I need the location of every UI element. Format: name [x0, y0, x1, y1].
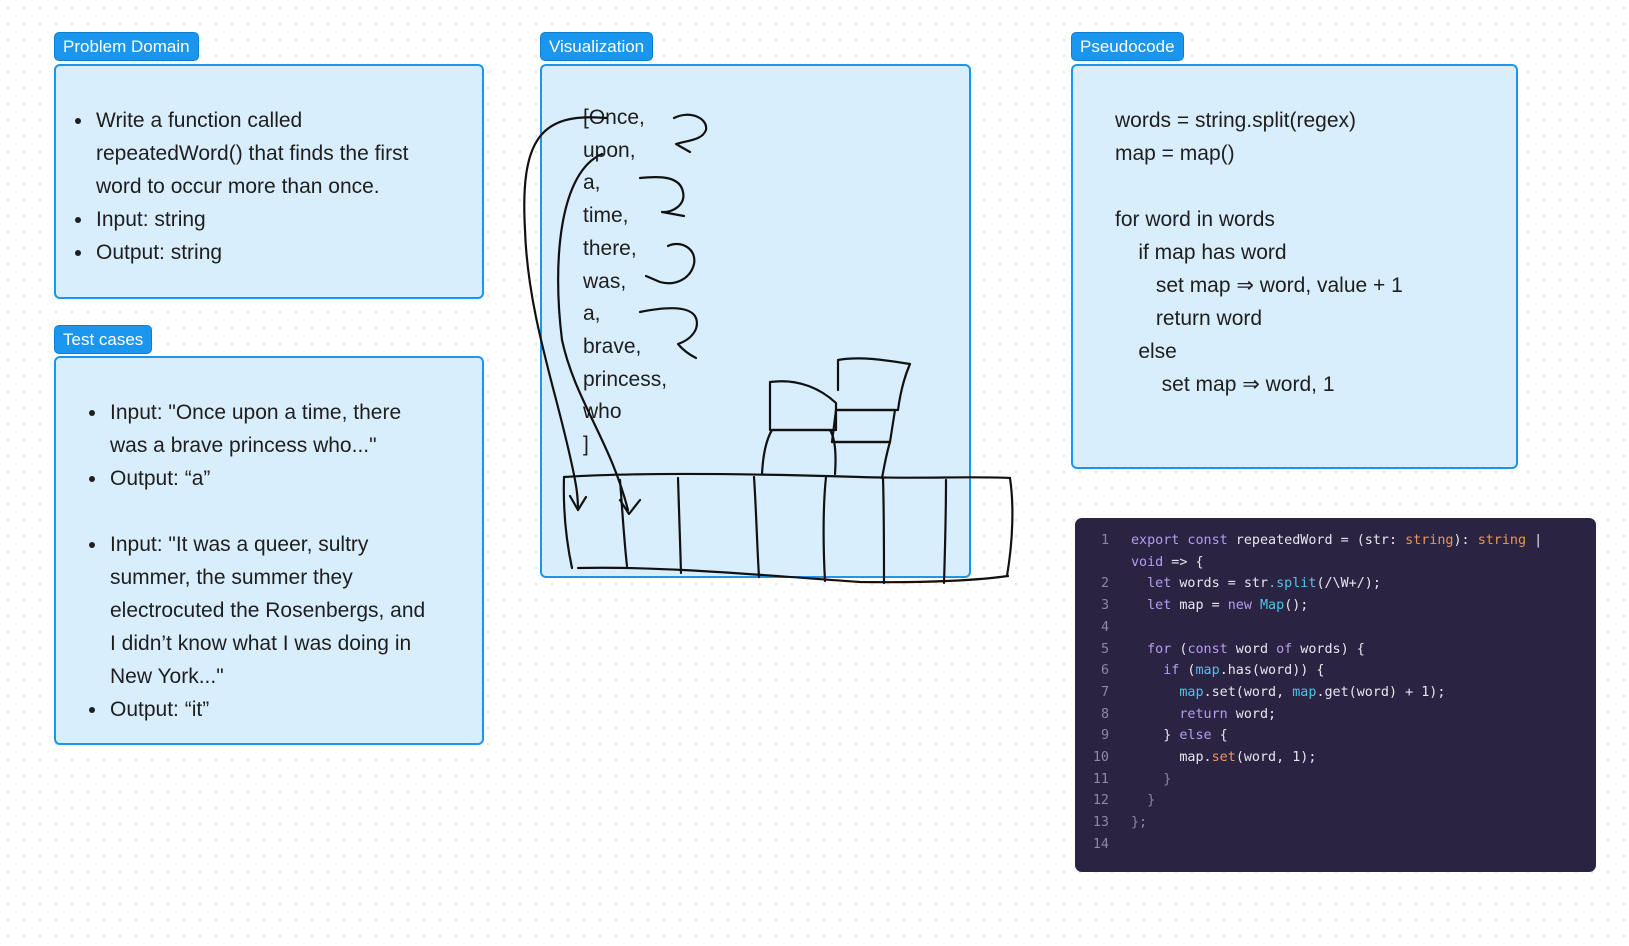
pseudocode-line: else [1115, 340, 1177, 363]
line-number: 12 [1092, 793, 1109, 809]
code-line: 5 for (const word of words) { [1075, 639, 1596, 661]
line-number: 6 [1100, 663, 1109, 679]
code-line: 10 map.set(word, 1); [1075, 747, 1596, 769]
array-word: there, [583, 236, 637, 260]
word-array: [Once, upon, a, time, there, was, a, bra… [583, 102, 667, 462]
test-cases-card[interactable]: Input: "Once upon a time, there was a br… [54, 356, 484, 745]
line-number: 4 [1100, 619, 1109, 635]
line-number: 11 [1092, 771, 1109, 787]
array-word: who [583, 400, 622, 424]
list-item: Input: "It was a queer, sultry summer, t… [108, 528, 428, 693]
code-line: 3 let map = new Map(); [1075, 595, 1596, 617]
line-number: 7 [1100, 684, 1109, 700]
visualization-card[interactable]: [Once, upon, a, time, there, was, a, bra… [540, 64, 971, 578]
bucket-box-right [1005, 476, 1014, 578]
code-line: 6 if (map.has(word)) { [1075, 660, 1596, 682]
problem-domain-tag[interactable]: Problem Domain [54, 32, 199, 61]
line-number: 1 [1100, 533, 1109, 548]
list-item: Write a function called repeatedWord() t… [94, 104, 454, 203]
list-item: Input: "Once upon a time, there was a br… [108, 396, 428, 462]
pseudocode-line: set map ⇒ word, value + 1 [1115, 274, 1403, 297]
test-cases-list: Input: "Once upon a time, there was a br… [56, 358, 428, 726]
problem-domain-list: Write a function called repeatedWord() t… [56, 66, 454, 269]
list-item: Input: string [94, 203, 454, 236]
pseudocode-tag[interactable]: Pseudocode [1071, 32, 1184, 61]
code-line: 8 return word; [1075, 704, 1596, 726]
line-number: 14 [1092, 836, 1109, 852]
array-word: a, [583, 302, 601, 326]
line-number: 10 [1092, 750, 1109, 766]
code-line: 14 [1075, 834, 1596, 856]
code-line: void => { [1131, 554, 1204, 570]
line-number: 2 [1100, 576, 1109, 592]
array-word: brave, [583, 334, 642, 358]
code-line: 4 [1075, 617, 1596, 639]
pseudocode-line: if map has word [1115, 241, 1287, 264]
list-item: Output: “a” [108, 462, 428, 495]
pseudocode-line: return word [1115, 307, 1263, 330]
line-number: 5 [1100, 641, 1109, 657]
array-word: a, [583, 171, 601, 195]
problem-domain-card[interactable]: Write a function called repeatedWord() t… [54, 64, 484, 299]
pseudocode-line: set map ⇒ word, 1 [1115, 373, 1335, 396]
array-word: princess, [583, 367, 668, 391]
line-number: 3 [1100, 598, 1109, 614]
pseudocode-text: words = string.split(regex) map = map() … [1115, 104, 1403, 401]
array-word: [Once, [583, 106, 645, 129]
pseudocode-line: map = map() [1115, 142, 1235, 165]
list-item: Output: string [94, 236, 454, 269]
code-line: 11 } [1075, 769, 1596, 791]
line-number: 9 [1100, 728, 1109, 744]
array-word: ] [583, 433, 589, 457]
code-line: 13}; [1075, 812, 1596, 834]
list-item: Output: “it” [108, 693, 428, 726]
visualization-tag[interactable]: Visualization [540, 32, 654, 61]
pseudocode-line: for word in words [1115, 208, 1275, 231]
code-line: 12 } [1075, 790, 1596, 812]
pseudocode-card[interactable]: words = string.split(regex) map = map() … [1071, 64, 1518, 469]
array-word: was, [583, 269, 627, 293]
code-line: 7 map.set(word, map.get(word) + 1); [1075, 682, 1596, 704]
pseudocode-line: ​ [1115, 170, 1403, 203]
array-word: upon, [583, 138, 636, 162]
line-number: 8 [1100, 706, 1109, 722]
array-word: time, [583, 204, 629, 228]
line-number: 13 [1092, 815, 1109, 831]
pseudocode-line: words = string.split(regex) [1115, 109, 1356, 132]
code-line: 9 } else { [1075, 725, 1596, 747]
code-line: 2 let words = str.split(/\W+/); [1075, 573, 1596, 595]
test-cases-tag[interactable]: Test cases [54, 325, 153, 354]
